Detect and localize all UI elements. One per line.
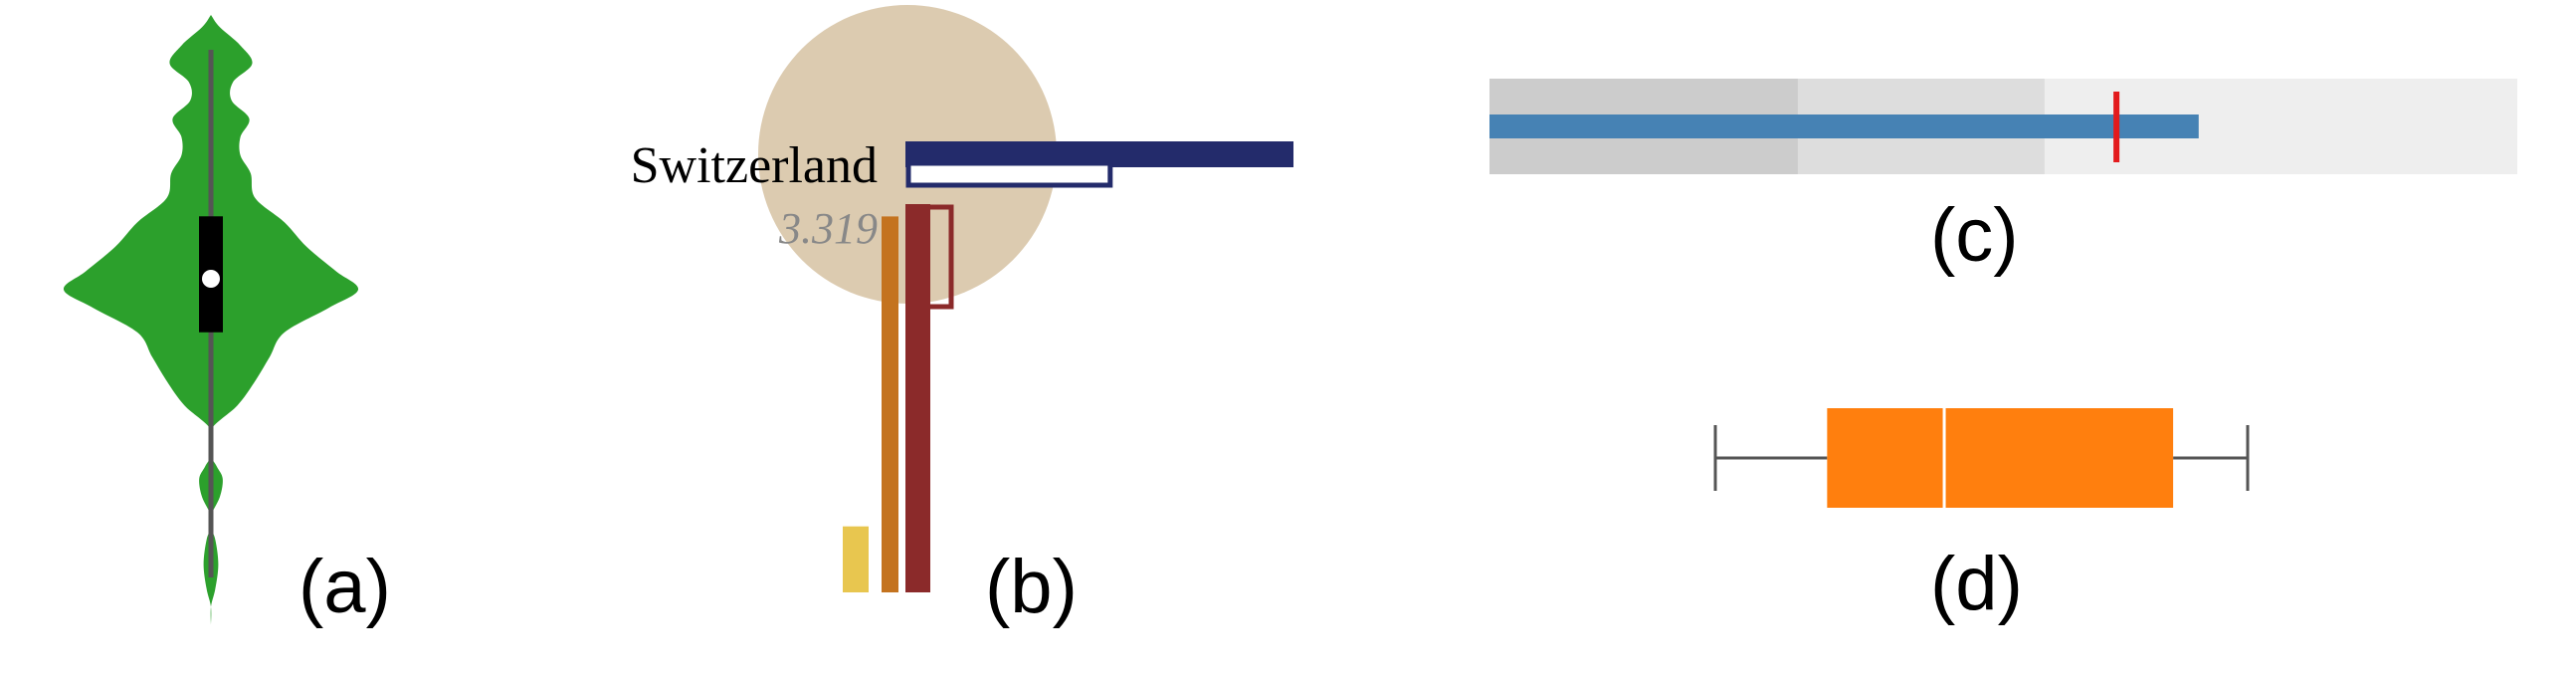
panel-label-c: (c) [1930,193,2019,278]
panel-boxplot: (d) [1713,408,2250,626]
country-label: Switzerland [631,137,878,194]
vertical-bar-orange [882,216,898,592]
box-iqr [1827,408,2174,508]
panel-bar: Switzerland 3.319 (b) [631,5,1293,629]
panel-label-a: (a) [298,545,391,629]
violin-median-dot [202,270,220,288]
panel-violin: (a) [63,15,391,629]
horizontal-bar-outline [905,160,1113,188]
vertical-bar-outline [924,204,954,310]
panel-label-d: (d) [1930,542,2023,626]
panel-label-b: (b) [985,545,1078,629]
value-label: 3.319 [778,204,878,253]
panel-bullet: (c) [1489,79,2517,278]
vertical-bar-yellow [843,526,869,592]
bullet-measure-bar [1489,114,2199,138]
